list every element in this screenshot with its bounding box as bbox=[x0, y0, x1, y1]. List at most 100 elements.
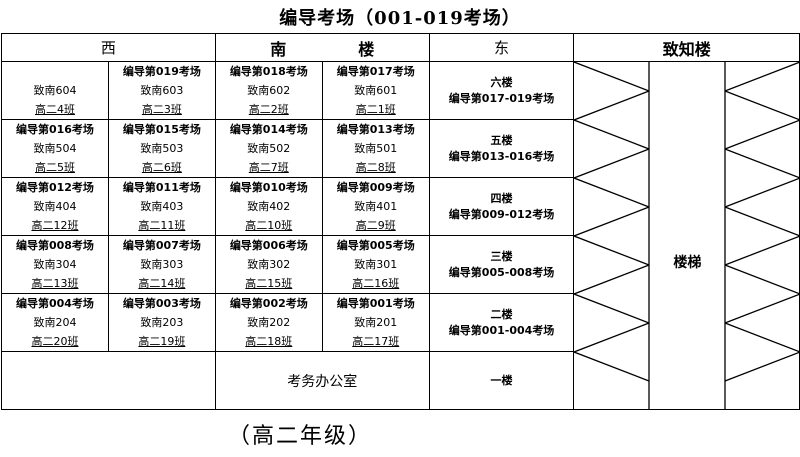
exam-number: 编导第014考场 bbox=[229, 123, 308, 136]
stair-flight-left bbox=[574, 235, 650, 266]
room-number: 致南402 bbox=[247, 200, 291, 213]
exam-number: 编导第007考场 bbox=[122, 239, 201, 252]
stairs-label: 楼梯 bbox=[673, 255, 702, 271]
exam-number: 编导第003考场 bbox=[122, 297, 201, 310]
class-name: 高二12班 bbox=[31, 219, 79, 232]
class-name: 高二10班 bbox=[245, 219, 293, 232]
class-name: 高二14班 bbox=[138, 277, 186, 290]
room-number: 致南603 bbox=[140, 84, 184, 97]
header-west: 西 bbox=[1, 33, 216, 62]
exam-room-cell: 编导第014考场致南502 高二7班 bbox=[214, 119, 323, 178]
class-name: 高二11班 bbox=[138, 219, 186, 232]
stair-flight-right bbox=[725, 322, 799, 352]
exam-number: 编导第002考场 bbox=[229, 297, 308, 310]
exam-number: 编导第008考场 bbox=[15, 239, 94, 252]
exam-number: 编导第004考场 bbox=[15, 297, 94, 310]
class-name: 高二9班 bbox=[355, 219, 396, 232]
empty-cell bbox=[1, 351, 216, 410]
exam-office-cell: 考务办公室 bbox=[214, 351, 430, 410]
class-name: 高二17班 bbox=[352, 335, 400, 348]
stair-flight-left bbox=[574, 119, 650, 150]
class-name: 高二13班 bbox=[31, 277, 79, 290]
room-number: 致南301 bbox=[354, 258, 398, 271]
stair-flight-right bbox=[725, 236, 799, 266]
exam-number: 编导第011考场 bbox=[122, 181, 201, 194]
header-south-building: 南楼 bbox=[214, 33, 430, 62]
exam-number bbox=[2, 63, 107, 82]
stair-flight-right bbox=[725, 294, 799, 324]
stair-flight-left bbox=[574, 351, 650, 382]
room-number: 致南303 bbox=[140, 258, 184, 271]
exam-number: 编导第009考场 bbox=[336, 181, 415, 194]
room-number: 致南602 bbox=[247, 84, 291, 97]
stair-flight-left bbox=[574, 293, 650, 324]
exam-number: 编导第012考场 bbox=[15, 181, 94, 194]
exam-room-cell: 编导第009考场致南401 高二9班 bbox=[321, 177, 430, 236]
stair-flight-left bbox=[574, 90, 650, 121]
exam-room-cell: 编导第007考场致南303 高二14班 bbox=[107, 235, 216, 294]
class-name: 高二7班 bbox=[248, 161, 289, 174]
exam-number: 编导第001考场 bbox=[336, 297, 415, 310]
room-number: 致南601 bbox=[354, 84, 398, 97]
class-name: 高二15班 bbox=[245, 277, 293, 290]
stair-flight-right bbox=[725, 206, 799, 236]
exam-number: 编导第005考场 bbox=[336, 239, 415, 252]
header-row: 西 南楼 东 致知楼 bbox=[1, 33, 800, 62]
stair-flight-right bbox=[725, 178, 799, 208]
floor-label: 二楼 bbox=[490, 307, 513, 321]
stairwell-diagram bbox=[574, 62, 799, 409]
stair-flight-right bbox=[725, 62, 799, 92]
ground-floor-label: 一楼 bbox=[428, 351, 575, 410]
ground-floor-row: 考务办公室一楼 bbox=[1, 351, 800, 410]
floor-label: 五楼 bbox=[490, 133, 513, 147]
stairs-cell: 楼梯 bbox=[573, 61, 800, 410]
stair-flight-left bbox=[574, 177, 650, 208]
room-number: 致南503 bbox=[140, 142, 184, 155]
floor-label: 四楼 bbox=[490, 191, 513, 205]
class-name: 高二1班 bbox=[355, 103, 396, 116]
exam-number: 编导第017考场 bbox=[336, 65, 415, 78]
class-name: 高二8班 bbox=[355, 161, 396, 174]
room-number: 致南202 bbox=[247, 316, 291, 329]
class-name: 高二5班 bbox=[34, 161, 75, 174]
room-number: 致南302 bbox=[247, 258, 291, 271]
room-number: 致南502 bbox=[247, 142, 291, 155]
stair-flight-right bbox=[725, 264, 799, 294]
floor-summary-cell: 三楼编导第005-008考场 bbox=[428, 235, 575, 294]
room-number: 致南401 bbox=[354, 200, 398, 213]
exam-number: 编导第015考场 bbox=[122, 123, 201, 136]
floor-summary-cell: 五楼编导第013-016考场 bbox=[428, 119, 575, 178]
exam-room-cell: 编导第006考场致南302 高二15班 bbox=[214, 235, 323, 294]
stair-flight-left bbox=[574, 322, 650, 353]
exam-room-cell: 编导第017考场致南601 高二1班 bbox=[321, 61, 430, 120]
floor-exam-range: 编导第005-008考场 bbox=[448, 265, 555, 279]
page-title: 编导考场（001-019考场） bbox=[279, 8, 521, 29]
stair-flight-right bbox=[725, 120, 799, 150]
stair-flight-right bbox=[725, 148, 799, 178]
floor-summary-cell: 四楼编导第009-012考场 bbox=[428, 177, 575, 236]
room-number: 致南404 bbox=[33, 200, 77, 213]
class-name: 高二2班 bbox=[248, 103, 289, 116]
exam-number: 编导第006考场 bbox=[229, 239, 308, 252]
floor-exam-range: 编导第017-019考场 bbox=[448, 91, 555, 105]
stair-flight-left bbox=[574, 148, 650, 179]
stair-flight-right bbox=[725, 352, 799, 382]
exam-number: 编导第019考场 bbox=[122, 65, 201, 78]
stair-flight-left bbox=[574, 206, 650, 237]
room-number: 致南204 bbox=[33, 316, 77, 329]
exam-number: 编导第010考场 bbox=[229, 181, 308, 194]
room-number: 致南203 bbox=[140, 316, 184, 329]
